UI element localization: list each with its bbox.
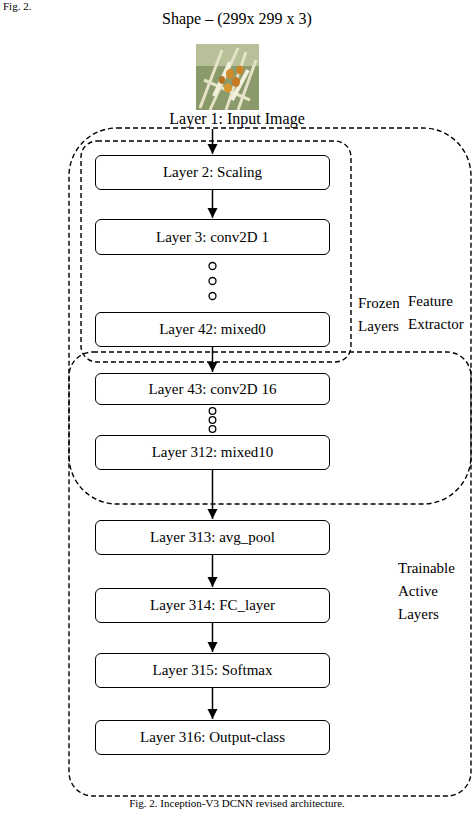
- figure-number: Fig. 2.: [3, 0, 63, 12]
- ellipsis-dot: [209, 263, 216, 270]
- layer-name: Layer 314: FC_layer: [150, 597, 275, 614]
- rice-panicle: [214, 62, 248, 100]
- dashed-border: [69, 352, 471, 796]
- layer-box: Layer 42: mixed0: [95, 312, 330, 347]
- layer-name: Layer 313: avg_pool: [150, 529, 275, 546]
- ellipsis-dot: [209, 417, 216, 424]
- layer-name: Layer 312: mixed10: [152, 444, 274, 461]
- layer-name: Layer 42: mixed0: [159, 321, 266, 338]
- layer-box: Layer 3: conv2D 1: [95, 219, 330, 255]
- dashed-border: [81, 141, 351, 362]
- layer-box: Layer 314: FC_layer: [95, 588, 330, 623]
- ellipsis-dot: [209, 408, 216, 415]
- rice-stalks: [200, 48, 256, 110]
- layer-box: Layer 313: avg_pool: [95, 520, 330, 555]
- flow-arrow: [212, 688, 214, 719]
- grain: [226, 69, 234, 79]
- input-layer-label: Layer 1: Input Image: [87, 110, 387, 128]
- flow-arrow: [212, 555, 214, 587]
- layer-box: Layer 43: conv2D 16: [95, 373, 330, 405]
- photo-sky: [196, 44, 259, 66]
- flow-arrow: [212, 190, 214, 218]
- ellipsis-dot: [209, 278, 216, 285]
- photo-background: [196, 44, 259, 110]
- frozen-layers-region: Layer 2: ScalingLayer 3: conv2D 1 Layer 4…: [80, 140, 352, 363]
- layer-name: Layer 315: Softmax: [153, 662, 273, 679]
- flow-arrow: [212, 623, 214, 652]
- layer-box: Layer 2: Scaling: [95, 155, 330, 190]
- layer-box: Layer 315: Softmax: [95, 653, 330, 688]
- grain: [224, 84, 232, 93]
- region-label: Trainable Active Layers: [398, 557, 470, 626]
- ellipsis-dots: [209, 263, 216, 300]
- layer-name: Layer 43: conv2D 16: [149, 381, 277, 398]
- input-shape-label: Shape – (299x 299 x 3): [87, 10, 387, 28]
- layer-name: Layer 3: conv2D 1: [156, 229, 269, 246]
- figure-caption: Fig. 2. Inception-V3 DCNN revised archit…: [0, 797, 474, 809]
- flow-arrow: [212, 470, 214, 519]
- flow-arrow: [212, 347, 214, 372]
- layer-name: Layer 316: Output-class: [140, 729, 285, 746]
- rice-photo: [196, 44, 259, 110]
- ellipsis-dots: [209, 408, 216, 433]
- ellipsis-dot: [209, 426, 216, 433]
- grain: [237, 66, 244, 75]
- layer-box: Layer 316: Output-class: [95, 720, 330, 755]
- layer-name: Layer 2: Scaling: [163, 164, 262, 181]
- ellipsis-dot: [209, 293, 216, 300]
- region-label: Feature Extractor: [408, 290, 474, 336]
- trainable-layers-region: Layer 43: conv2D 16 Layer 312: mixed10Lay…: [68, 351, 472, 797]
- grain: [219, 76, 225, 84]
- grain: [232, 77, 240, 87]
- region-label: Frozen Layers: [358, 292, 410, 338]
- layer-box: Layer 312: mixed10: [95, 435, 330, 470]
